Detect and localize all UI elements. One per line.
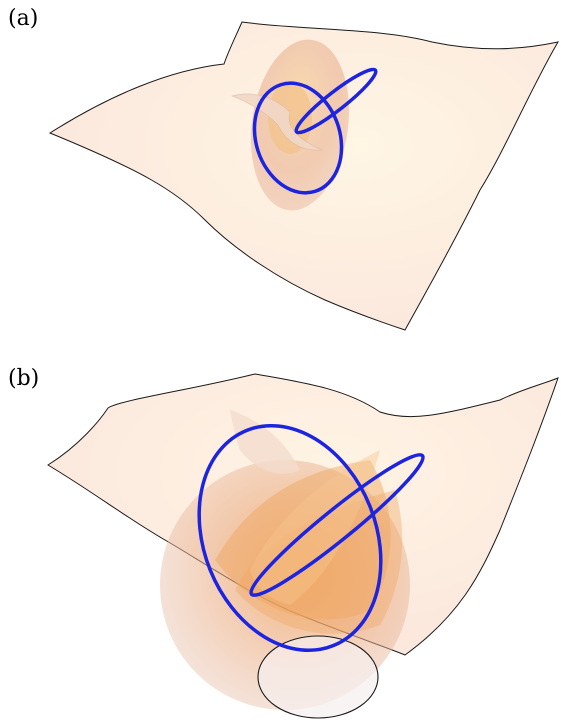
bubble-core-a <box>268 82 312 154</box>
inner-fold-a <box>231 93 324 151</box>
figure-b <box>47 373 559 719</box>
panel-label-a: (a) <box>8 6 39 31</box>
blue-loop-b-2 <box>249 453 425 597</box>
bottom-ring-b <box>257 635 379 719</box>
panel-b: (b) <box>0 360 561 724</box>
fold-b-3 <box>250 450 380 605</box>
figure-a <box>48 21 559 331</box>
blue-loop-a-1 <box>252 81 344 195</box>
panel-label-b: (b) <box>8 366 40 391</box>
blue-loop-a-2 <box>294 67 378 135</box>
fold-b-4 <box>230 410 300 474</box>
panel-a: (a) <box>0 0 561 345</box>
blue-loop-b-1 <box>197 423 383 653</box>
